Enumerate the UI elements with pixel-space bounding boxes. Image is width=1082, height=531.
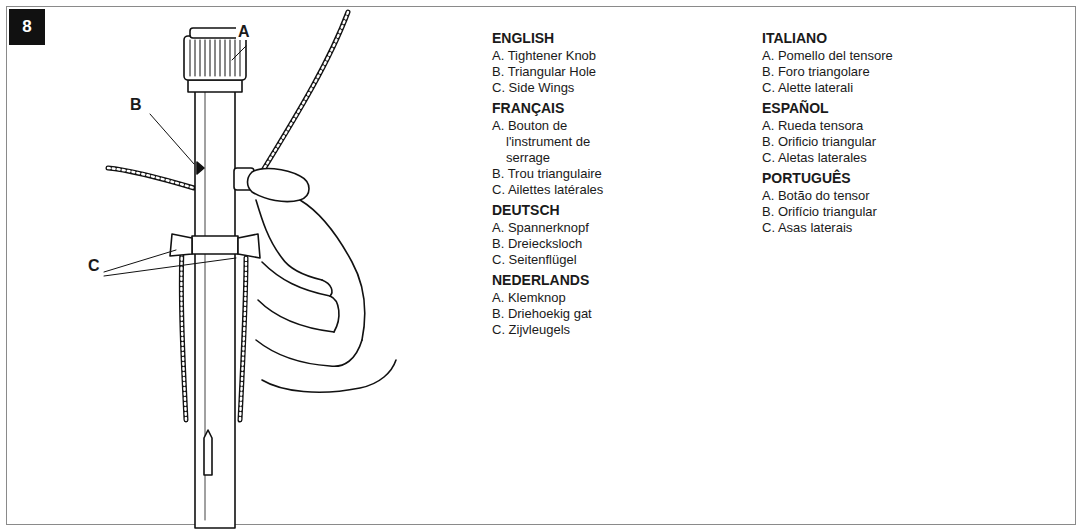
- part-name: A. Klemknop: [492, 290, 566, 306]
- part-name: B. Driehoekig gat: [492, 306, 592, 322]
- figure-number: 8: [22, 17, 31, 37]
- part-name: C. Aletas laterales: [762, 150, 867, 166]
- tube: [195, 88, 235, 528]
- part-name: B. Dreiecksloch: [492, 236, 582, 252]
- part-name: A. Bouton de l'instrument de serrage: [492, 118, 606, 166]
- language-heading: PORTUGUÊS: [762, 170, 851, 186]
- language-heading: ENGLISH: [492, 30, 554, 46]
- language-heading: ESPAÑOL: [762, 100, 829, 116]
- part-name: B. Foro triangolare: [762, 64, 870, 80]
- triangular-hole: [197, 162, 204, 174]
- slot: [204, 430, 212, 475]
- callout-letter: C: [86, 258, 102, 274]
- language-heading: NEDERLANDS: [492, 272, 589, 288]
- callout-letter: B: [128, 97, 144, 113]
- language-heading: DEUTSCH: [492, 202, 560, 218]
- figure-number-box: 8: [9, 9, 45, 45]
- part-name: A. Tightener Knob: [492, 48, 596, 64]
- hand: [248, 169, 397, 393]
- part-name: B. Orificio triangular: [762, 134, 876, 150]
- part-name: C. Side Wings: [492, 80, 574, 96]
- part-name: C. Ailettes latérales: [492, 182, 603, 198]
- part-name: C. Alette laterali: [762, 80, 853, 96]
- part-name: B. Orifício triangular: [762, 204, 877, 220]
- part-name: C. Zijvleugels: [492, 322, 570, 338]
- part-name: A. Rueda tensora: [762, 118, 863, 134]
- part-name: A. Pomello del tensore: [762, 48, 893, 64]
- leader-line: [104, 46, 246, 276]
- part-name: C. Seitenflügel: [492, 252, 577, 268]
- part-name: C. Asas laterais: [762, 220, 852, 236]
- part-name: B. Trou triangulaire: [492, 166, 602, 182]
- part-name: A. Botão do tensor: [762, 188, 870, 204]
- callout-letter: A: [236, 24, 252, 40]
- part-name: A. Spannerknopf: [492, 220, 589, 236]
- language-heading: ITALIANO: [762, 30, 827, 46]
- language-heading: FRANÇAIS: [492, 100, 564, 116]
- part-name: B. Triangular Hole: [492, 64, 596, 80]
- side-wings: [170, 234, 260, 258]
